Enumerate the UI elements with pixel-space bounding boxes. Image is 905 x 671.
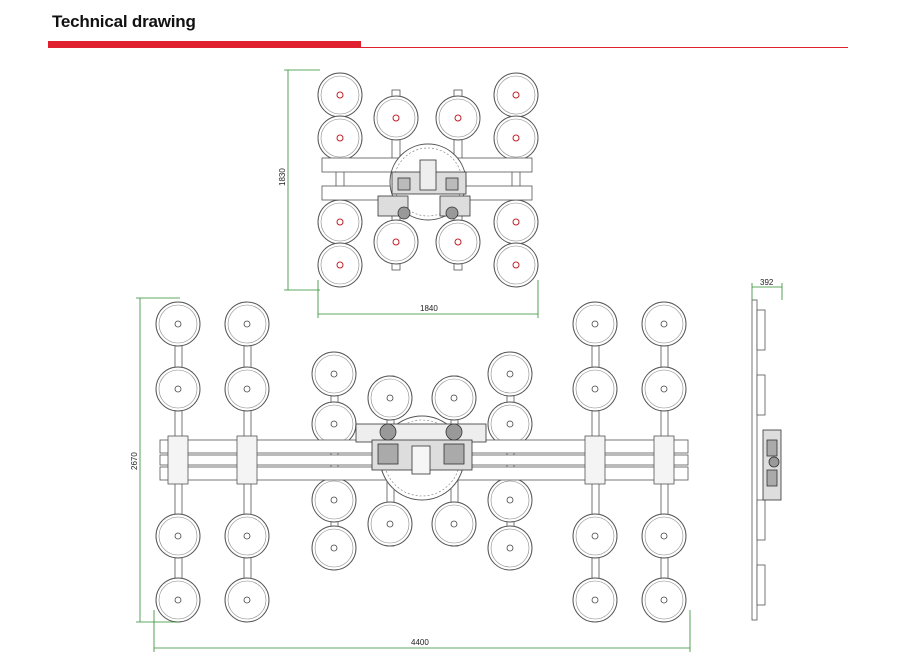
title-accent-bar — [48, 41, 361, 48]
main-view-drawing — [136, 297, 691, 652]
title-underline — [48, 47, 848, 48]
top-view-drawing — [284, 69, 539, 318]
top-view-height-dimension: 1830 — [278, 168, 287, 186]
main-view-width-dimension: 4400 — [411, 638, 429, 647]
main-view-height-dimension: 2670 — [130, 452, 139, 470]
top-view-width-dimension: 1840 — [420, 304, 438, 313]
page-title: Technical drawing — [52, 12, 196, 31]
side-view-depth-dimension: 392 — [760, 278, 774, 287]
side-view-drawing — [751, 283, 783, 621]
